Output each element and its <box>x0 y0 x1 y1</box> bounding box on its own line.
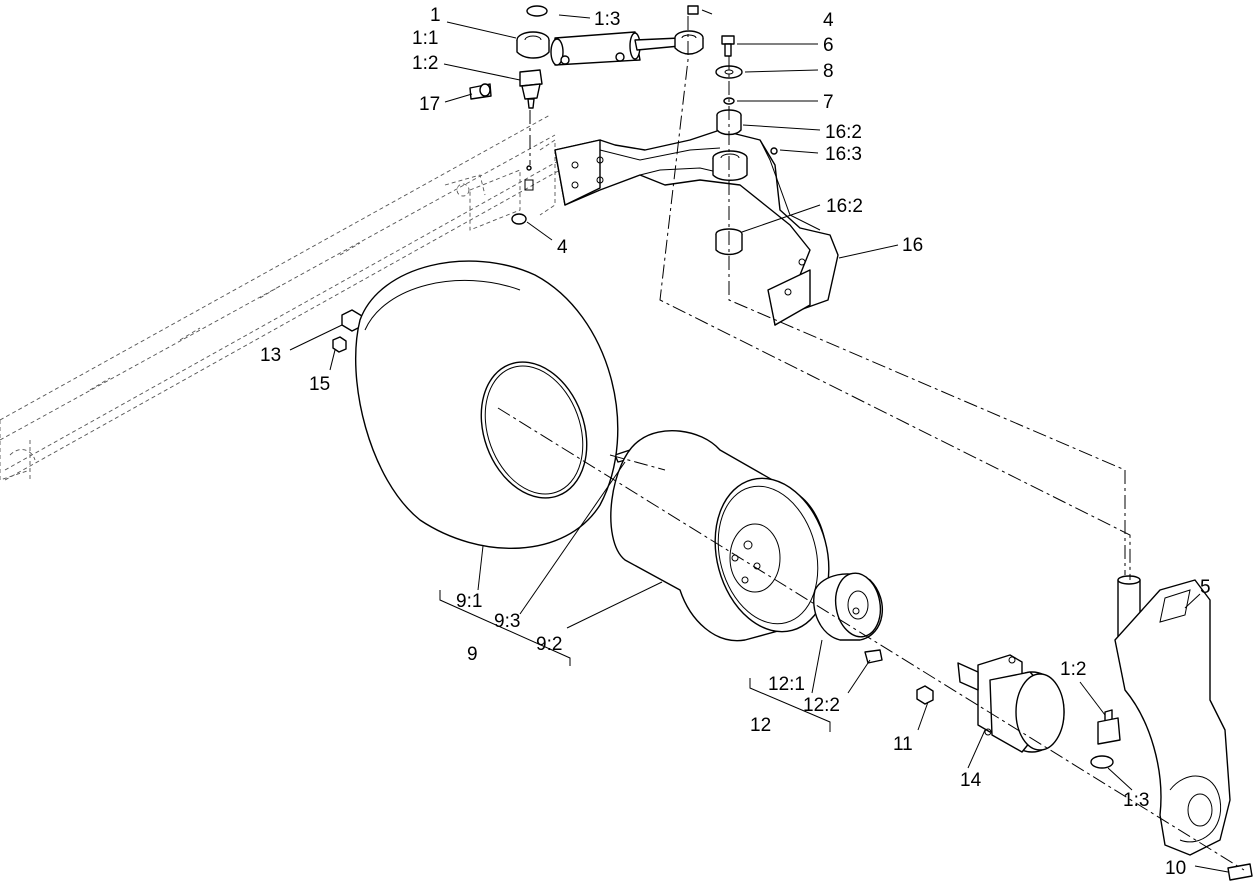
callout-15: 15 <box>309 374 330 395</box>
rim <box>610 430 830 642</box>
callout-labels: 1 1:1 1:2 1:3 4 6 8 7 16:2 16:3 16:2 16 … <box>260 5 1211 879</box>
callout-16-3: 16:3 <box>825 144 862 165</box>
callout-1-1: 1:1 <box>412 28 438 49</box>
callout-5: 5 <box>1200 577 1211 598</box>
ball-joint-lower <box>1090 709 1121 769</box>
hydraulic-cylinder <box>516 5 704 191</box>
leader-lines <box>289 9 1229 873</box>
callout-14: 14 <box>960 770 982 791</box>
callout-12-1: 12:1 <box>768 674 805 695</box>
callout-9-2: 9:2 <box>536 634 562 655</box>
callout-16: 16 <box>902 235 923 256</box>
caster-fork <box>1114 575 1231 856</box>
tire <box>354 260 619 550</box>
callout-1-3-bot: 1:3 <box>1123 790 1149 811</box>
callout-9: 9 <box>467 644 478 665</box>
callout-1-2-bot: 1:2 <box>1060 659 1086 680</box>
callout-12: 12 <box>750 715 771 736</box>
callout-1-2-top: 1:2 <box>412 53 438 74</box>
callout-9-3: 9:3 <box>494 611 520 632</box>
centerlines <box>497 16 1245 871</box>
wheel-hub <box>813 572 884 641</box>
callout-7: 7 <box>823 92 834 113</box>
callout-12-2: 12:2 <box>803 695 840 716</box>
callout-1-3-top: 1:3 <box>594 9 620 30</box>
hydraulic-motor <box>957 654 1065 753</box>
frame-rail-phantom <box>0 114 561 481</box>
callout-16-2-top: 16:2 <box>825 122 862 143</box>
callout-8: 8 <box>823 61 834 82</box>
callout-17: 17 <box>419 94 440 115</box>
callout-6: 6 <box>823 35 834 56</box>
callout-10: 10 <box>1165 858 1186 879</box>
callout-4-top: 4 <box>823 10 834 31</box>
callout-16-2-mid: 16:2 <box>826 196 863 217</box>
callout-9-1: 9:1 <box>456 591 482 612</box>
callout-11: 11 <box>893 734 913 755</box>
callout-4-mid: 4 <box>557 237 568 258</box>
pivot-arm <box>554 129 839 326</box>
callout-1: 1 <box>430 5 441 26</box>
callout-13: 13 <box>260 345 281 366</box>
